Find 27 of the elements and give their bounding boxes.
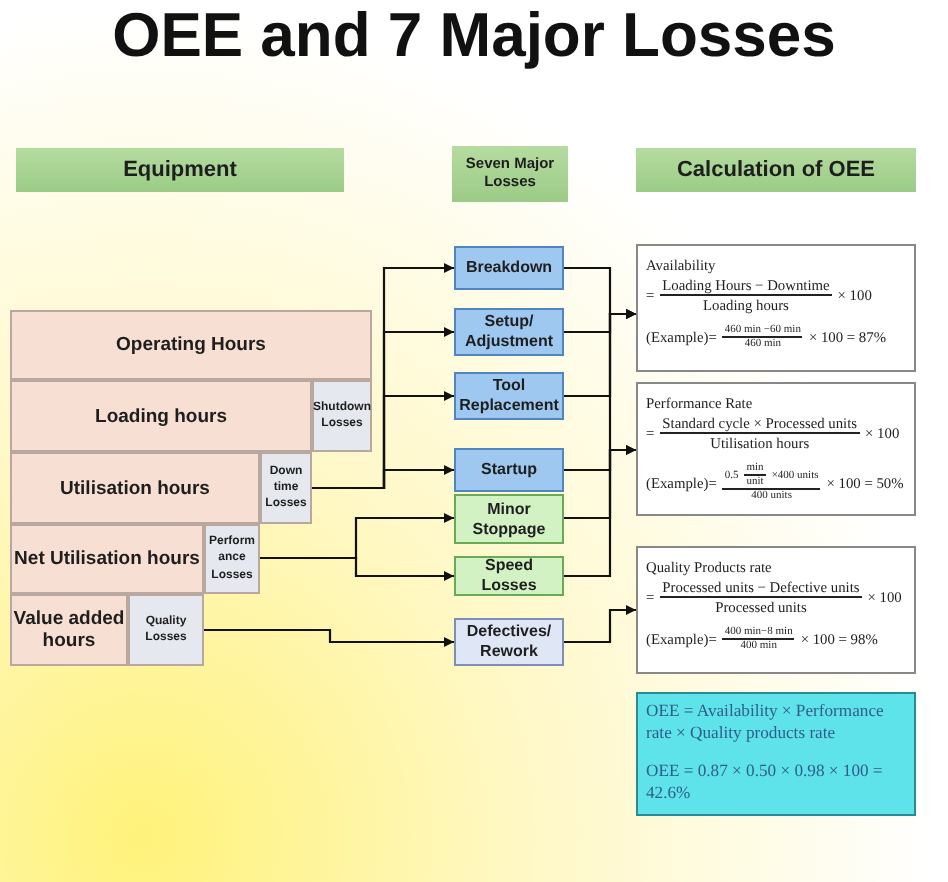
connector-arrow bbox=[260, 556, 454, 581]
time-bar: Value added hours bbox=[10, 594, 128, 666]
connector-arrow bbox=[564, 309, 636, 472]
loss-box: Minor Stoppage bbox=[454, 494, 564, 544]
time-bar: Net Utilisation hours bbox=[10, 524, 204, 594]
formula-box bbox=[636, 546, 916, 674]
loss-box: Defectives/ Rework bbox=[454, 618, 564, 666]
connector-arrow bbox=[312, 465, 454, 490]
connector-arrow bbox=[564, 445, 636, 578]
loss-box: Tool Replacement bbox=[454, 372, 564, 420]
title: OEE and 7 Major Losses bbox=[110, 0, 838, 72]
time-bar: Utilisation hours bbox=[10, 452, 260, 524]
time-bar: Loading hours bbox=[10, 380, 312, 452]
connector-arrow bbox=[564, 605, 636, 644]
result-box bbox=[636, 692, 916, 816]
formula-box bbox=[636, 244, 916, 372]
loss-box: Setup/ Adjustment bbox=[454, 308, 564, 356]
result-text: OEE = Availability × Performance rate × Quality products rate bbox=[646, 700, 886, 743]
formula-box bbox=[636, 382, 916, 516]
loss-box: Speed Losses bbox=[454, 556, 564, 596]
connector-arrow bbox=[204, 628, 454, 647]
loss-box: Startup bbox=[454, 448, 564, 492]
column-header: Equipment bbox=[16, 148, 344, 192]
loss-box: Breakdown bbox=[454, 246, 564, 290]
result-text: OEE = 0.87 × 0.50 × 0.98 × 100 = 42.6% bbox=[646, 760, 885, 804]
column-header: Calculation of OEE bbox=[636, 148, 916, 192]
time-bar: Operating Hours bbox=[10, 310, 372, 380]
